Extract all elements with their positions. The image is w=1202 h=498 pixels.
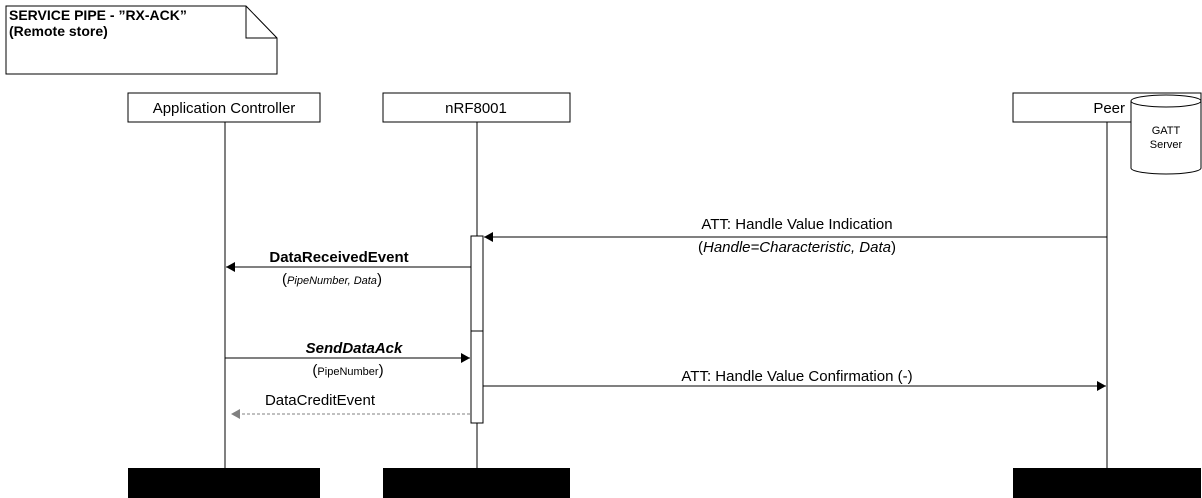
message-indication-params: (Handle=Characteristic, Data)	[698, 239, 896, 256]
lifeline-label-nrf: nRF8001	[445, 100, 507, 117]
lifeline-head-app: Application Controller	[127, 92, 321, 123]
message-send-data-ack-label: SendDataAck	[306, 340, 403, 357]
activation-box-1	[470, 235, 484, 332]
lifeline-foot-peer	[1013, 468, 1201, 498]
lifeline-label-peer: Peer	[1093, 100, 1125, 117]
message-send-data-ack: SendDataAck (PipeNumber)	[225, 340, 470, 379]
message-data-received-label: DataReceivedEvent	[269, 249, 408, 266]
message-indication-label: ATT: Handle Value Indication	[701, 216, 892, 233]
lifeline-foot-app	[128, 468, 320, 498]
message-data-credit-label: DataCreditEvent	[265, 392, 376, 409]
message-data-received-params: (PipeNumber, Data)	[282, 271, 382, 288]
message-data-credit: DataCreditEvent	[231, 392, 470, 419]
database-icon: GATT Server	[1130, 94, 1202, 175]
note-subtitle: (Remote store)	[9, 23, 108, 39]
message-send-data-ack-params: (PipeNumber)	[312, 362, 383, 379]
activation-box-2	[470, 330, 484, 424]
message-confirmation: ATT: Handle Value Confirmation (-)	[483, 368, 1106, 391]
database-label-line1: GATT	[1152, 125, 1181, 137]
lifeline-foot-nrf	[383, 468, 570, 498]
database-label-line2: Server	[1150, 139, 1183, 151]
note-title: SERVICE PIPE - ”RX-ACK”	[9, 7, 187, 23]
lifeline-head-nrf: nRF8001	[382, 92, 571, 123]
message-confirmation-label: ATT: Handle Value Confirmation (-)	[681, 368, 912, 385]
message-indication: ATT: Handle Value Indication (Handle=Cha…	[484, 216, 1107, 256]
note-box: SERVICE PIPE - ”RX-ACK” (Remote store)	[5, 5, 278, 75]
message-data-received: DataReceivedEvent (PipeNumber, Data)	[226, 249, 471, 288]
lifeline-label-app: Application Controller	[153, 100, 296, 117]
